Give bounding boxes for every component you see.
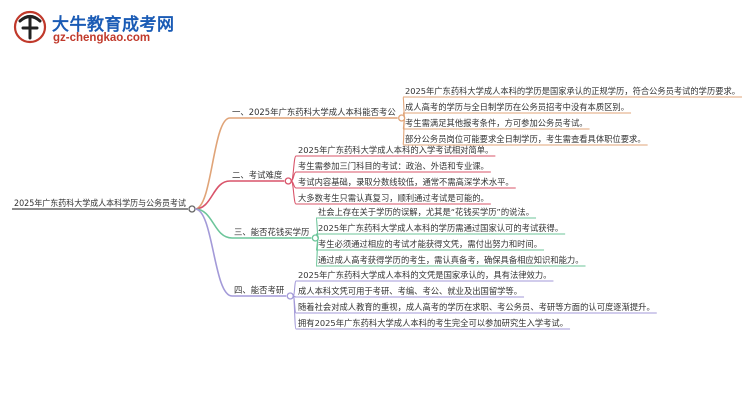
leaf-item: 2025年广东药科大学成人本科的入学考试相对简单。 — [298, 145, 493, 155]
leaf-item: 通过成人高考获得学历的考生，需认真备考，确保具备相应知识和能力。 — [318, 255, 584, 265]
leaf-item: 拥有2025年广东药科大学成人本科的考生完全可以参加研究生入学考试。 — [298, 318, 568, 328]
leaf-connector — [290, 180, 297, 205]
leaf-connector — [292, 280, 297, 297]
root-topic: 2025年广东药科大学成人本科学历与公务员考试 — [14, 197, 186, 209]
leaf-item: 考生需满足其他报考条件，方可参加公务员考试。 — [405, 118, 588, 128]
branch-node — [286, 292, 294, 300]
leaf-item: 部分公务员岗位可能要求全日制学历，考生需查看具体职位要求。 — [405, 134, 646, 144]
leaf-item: 2025年广东药科大学成人本科的学历是国家承认的正规学历，符合公务员考试的学历要… — [405, 86, 740, 96]
branch-node — [284, 177, 292, 185]
leaf-connector — [402, 117, 406, 146]
site-logo: 大牛教育成考网 gz-chengkao.com — [12, 8, 174, 50]
leaf-item: 成人本科文凭可用于考研、考编、考公、就业及出国留学等。 — [298, 286, 522, 296]
branch-topic: 二、考试难度 — [232, 170, 283, 180]
branch-connector — [194, 117, 231, 210]
branch-topic: 四、能否考研 — [234, 285, 285, 295]
leaf-item: 随着社会对成人教育的重视，成人高考的学历在求职、考公务员、考研等方面的认可度逐渐… — [298, 302, 655, 312]
leaf-item: 成人高考的学历与全日制学历在公务员招考中没有本质区别。 — [405, 102, 629, 112]
logo-url: gz-chengkao.com — [53, 32, 151, 44]
leaf-item: 大多数考生只需认真复习，顺利通过考试是可能的。 — [298, 193, 489, 203]
leaf-item: 考生必须通过相应的考试才能获得文凭，需付出努力和时间。 — [318, 239, 542, 249]
branch-topic: 三、能否花钱买学历 — [234, 227, 309, 237]
branch-connector — [194, 180, 231, 210]
root-node — [188, 205, 196, 213]
leaf-item: 考试内容基础，录取分数线较低，通常不需高深学术水平。 — [298, 177, 514, 187]
leaf-connector — [292, 295, 297, 330]
bull-logo-icon — [13, 10, 47, 44]
branch-connector — [194, 208, 233, 297]
leaf-item: 社会上存在关于学历的误解，尤其是“花钱买学历”的说法。 — [318, 207, 534, 217]
branch-topic: 一、2025年广东药科大学成人本科能否考公 — [232, 107, 396, 117]
leaf-item: 2025年广东药科大学成人本科的学历需通过国家认可的考试获得。 — [318, 223, 563, 233]
leaf-item: 2025年广东药科大学成人本科的文凭是国家承认的，具有法律效力。 — [298, 270, 551, 280]
logo-title: 大牛教育成考网 — [52, 15, 175, 35]
leaf-connector — [315, 237, 319, 267]
branch-connector — [194, 208, 233, 239]
leaf-item: 考生需参加三门科目的考试：政治、外语和专业课。 — [298, 161, 489, 171]
